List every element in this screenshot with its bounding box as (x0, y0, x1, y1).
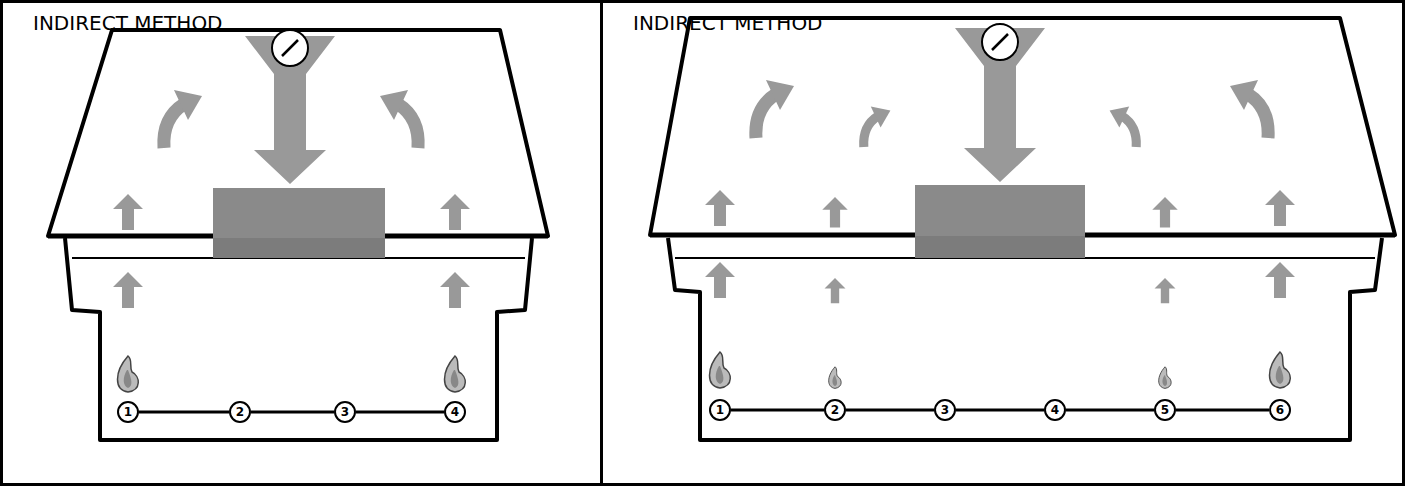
callout-number: 1 (716, 404, 724, 416)
callout-number: 4 (451, 406, 459, 418)
burner-tube (1066, 410, 1154, 411)
panel-title: INDIRECT METHOD (633, 11, 823, 35)
callout-number: 6 (1276, 404, 1284, 416)
burner-number: 3 (334, 401, 356, 423)
method-panel: INDIRECT METHOD 1 2 3 4 (0, 0, 603, 486)
burner-number: 4 (1044, 399, 1066, 421)
callout-number: 4 (1051, 404, 1059, 416)
burner-tube (846, 410, 934, 411)
burner-number: 2 (229, 401, 251, 423)
burner-number: 5 (1154, 399, 1176, 421)
burner-number: 4 (444, 401, 466, 423)
callout-number: 2 (831, 404, 839, 416)
burner-tube (1176, 410, 1269, 411)
callout-number: 3 (941, 404, 949, 416)
callout-number: 3 (341, 406, 349, 418)
burner-number: 6 (1269, 399, 1291, 421)
burner-number: 3 (934, 399, 956, 421)
burner-number: 1 (117, 401, 139, 423)
burner-tube (251, 412, 334, 413)
callout-number: 5 (1161, 404, 1169, 416)
burner-number: 1 (709, 399, 731, 421)
burner-tube (139, 412, 229, 413)
burner-number: 2 (824, 399, 846, 421)
callout-number: 2 (236, 406, 244, 418)
panel-title: INDIRECT METHOD (33, 11, 223, 35)
burner-tube (731, 410, 824, 411)
method-panel: INDIRECT METHOD 1 2 3 4 5 6 (600, 0, 1405, 486)
burner-tube (956, 410, 1044, 411)
burner-tube (356, 412, 444, 413)
callout-number: 1 (124, 406, 132, 418)
